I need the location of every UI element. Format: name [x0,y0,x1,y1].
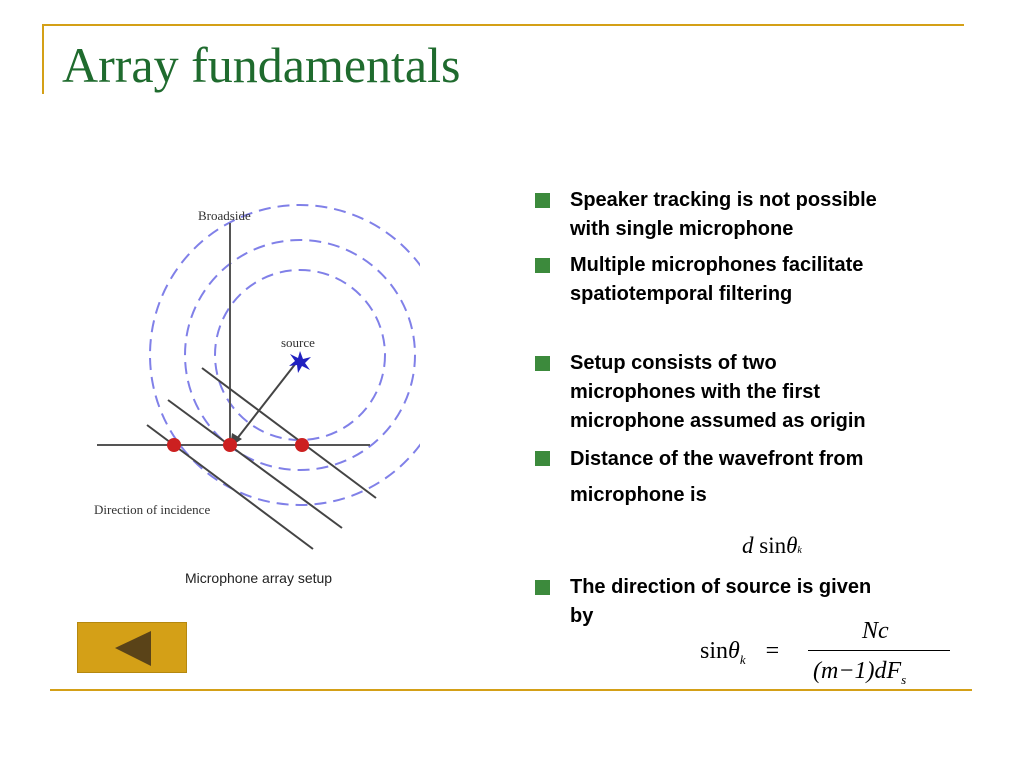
bullet-item: Setup consists of two microphones with t… [535,349,955,436]
distance-equation: d sinθk [742,533,802,558]
bullet-list: Speaker tracking is not possible with si… [535,186,955,631]
incidence-arrow [235,362,297,441]
left-border [42,24,44,94]
microphone-2 [223,438,237,452]
fraction-denominator: (m−1)dF [813,658,902,684]
bullet-square-icon [535,451,550,466]
bullet-square-icon [535,356,550,371]
bullet-item: Multiple microphones facilitate spatiote… [535,251,955,309]
back-button[interactable] [77,622,187,673]
wavefront-line-2 [167,399,343,529]
bullet-square-icon [535,193,550,208]
top-border [42,24,964,26]
microphone-array-diagram: Broadside source Direction of incidence … [94,204,420,586]
bullet-item: Speaker tracking is not possible with si… [535,186,955,244]
label-direction: Direction of incidence [94,502,210,517]
slide-title: Array fundamentals [62,37,461,93]
source-star-icon [289,351,311,373]
fraction-numerator: Nc [862,618,889,644]
wavefront-circle-middle [184,239,416,471]
bottom-border [50,689,972,691]
label-broadside: Broadside [198,208,251,223]
label-source: source [281,335,315,350]
fraction-line [808,650,950,651]
diagram-caption: Microphone array setup [185,570,332,586]
bullet-square-icon [535,580,550,595]
microphone-3 [295,438,309,452]
back-arrow-icon [115,631,151,666]
bullet-square-icon [535,258,550,273]
bullet-item: Distance of the wavefront from microphon… [535,441,955,513]
wavefront-circle-outer [149,204,420,506]
wavefront-line-3 [201,367,377,499]
microphone-1 [167,438,181,452]
bullet-item: The direction of source is given by [535,573,955,631]
